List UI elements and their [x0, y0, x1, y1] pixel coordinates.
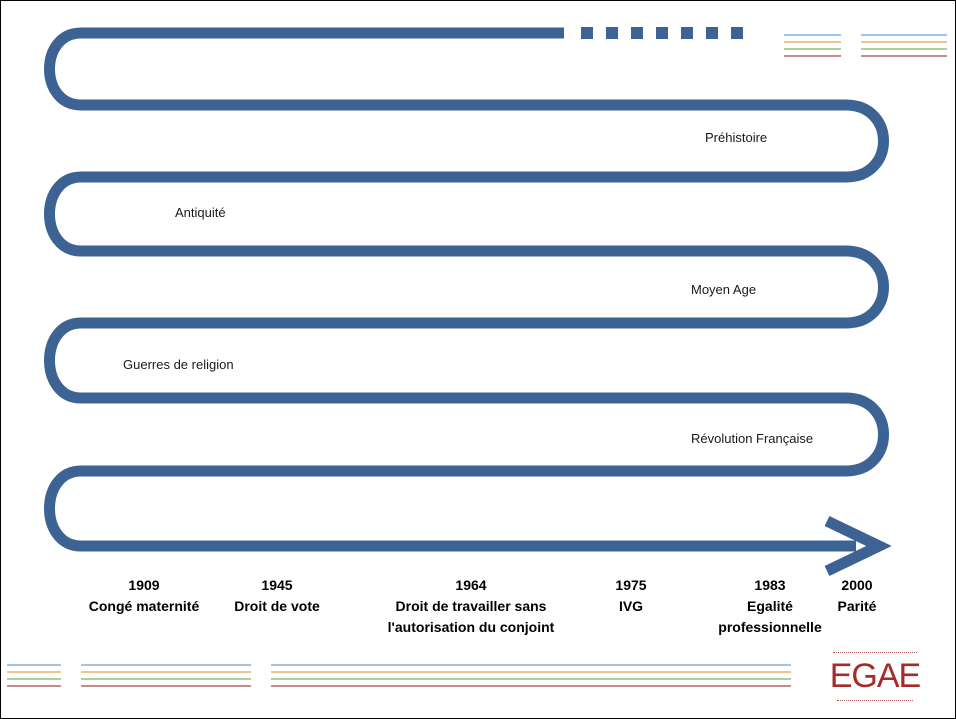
milestone-2000: 2000 Parité — [827, 575, 887, 617]
milestone-year: 1975 — [615, 577, 647, 593]
milestone-year: 1909 — [128, 577, 160, 593]
decorative-lines-top-right — [784, 34, 947, 57]
period-label-revolution-francaise: Révolution Française — [691, 431, 814, 446]
milestone-desc: Parité — [837, 598, 877, 614]
milestone-desc: Congé maternité — [88, 598, 200, 614]
period-label-antiquite: Antiquité — [175, 205, 226, 220]
milestone-1909: 1909 Congé maternité — [79, 575, 209, 617]
milestone-1964: 1964 Droit de travailler sans l'autorisa… — [369, 575, 573, 638]
milestone-desc: Droit de vote — [234, 598, 320, 614]
milestone-year: 1964 — [455, 577, 487, 593]
period-label-moyen-age: Moyen Age — [691, 282, 757, 297]
dash-segment — [706, 27, 718, 39]
arrow-head — [824, 516, 892, 576]
dash-segment — [631, 27, 643, 39]
milestone-year: 2000 — [841, 577, 873, 593]
egae-logo: EGAE — [819, 652, 931, 710]
period-label-guerres-de-religion: Guerres de religion — [123, 357, 234, 372]
milestone-1983: 1983 Egalité professionnelle — [707, 575, 833, 638]
dash-segment — [606, 27, 618, 39]
milestone-desc: Egalité — [747, 598, 793, 614]
milestone-desc: l'autorisation du conjoint — [387, 619, 555, 635]
dash-segment — [731, 27, 743, 39]
logo-bottom-rule — [837, 700, 913, 704]
decorative-lines-bottom — [7, 664, 791, 687]
dash-segment — [656, 27, 668, 39]
milestone-1975: 1975 IVG — [601, 575, 661, 617]
logo-top-rule — [833, 652, 917, 656]
milestone-year: 1945 — [261, 577, 293, 593]
milestone-year: 1983 — [754, 577, 786, 593]
dash-segment — [681, 27, 693, 39]
period-label-prehistoire: Préhistoire — [705, 130, 768, 145]
milestone-1945: 1945 Droit de vote — [219, 575, 335, 617]
milestone-desc: professionnelle — [718, 619, 822, 635]
logo-wordmark: EGAE — [829, 657, 921, 695]
dash-segment — [581, 27, 593, 39]
timeline-path — [44, 27, 889, 552]
milestone-desc: Droit de travailler sans — [395, 598, 547, 614]
milestone-desc: IVG — [618, 598, 644, 614]
dashed-continuation — [581, 27, 743, 39]
